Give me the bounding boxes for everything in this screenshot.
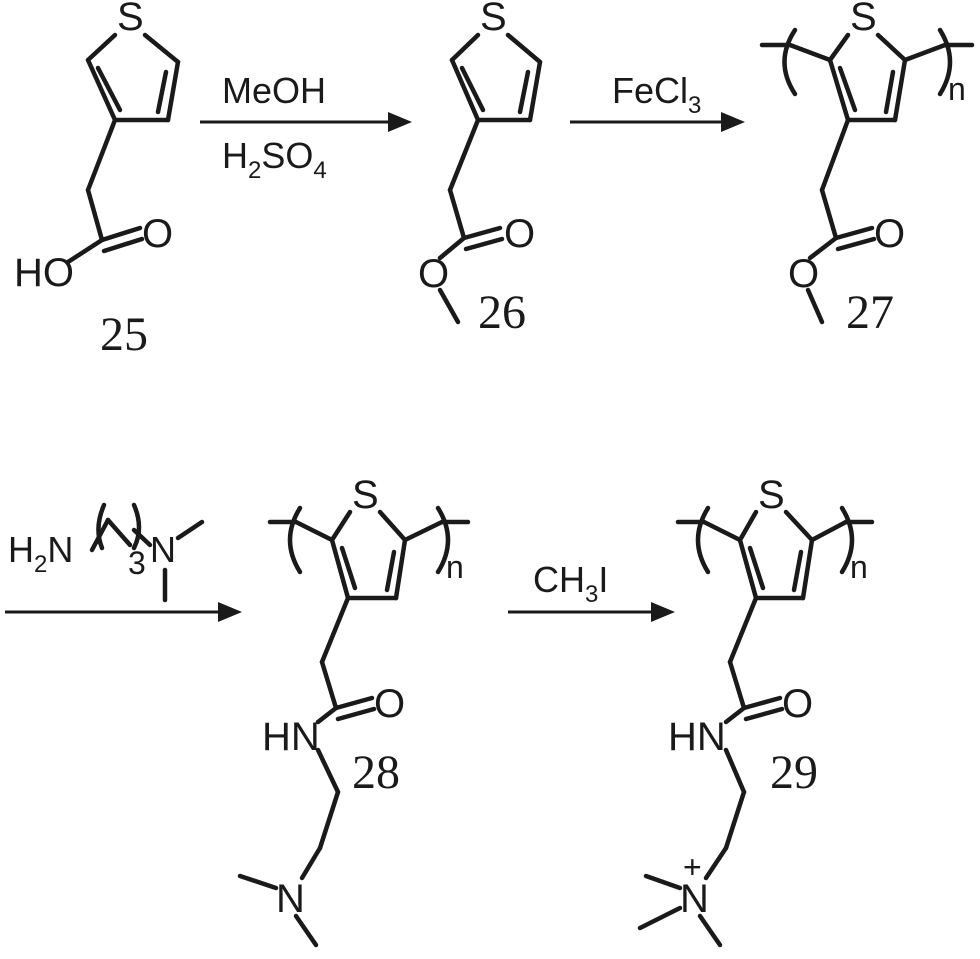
compound-29-sulfur: S	[758, 473, 785, 517]
reagent-iron-chloride: FeCl3	[612, 70, 701, 119]
compound-29-ammonium-n: N	[680, 877, 709, 921]
reagent-sulfuric-acid: H2SO4	[222, 135, 327, 184]
reagent-methyl-iodide: CH3I	[533, 559, 608, 608]
compound-27-label: 27	[846, 286, 894, 339]
reagent-chain-repeat: 3	[128, 545, 146, 581]
compound-26-ester-oxygen: O	[418, 252, 449, 296]
reagent-amine-n: N	[150, 529, 176, 570]
compound-25-label: 25	[100, 308, 148, 361]
compound-25-hydroxyl: HO	[14, 251, 74, 295]
reaction-arrow-4: CH3I	[508, 559, 675, 622]
compound-29-positive-charge: +	[683, 849, 702, 885]
compound-28-carbonyl-oxygen: O	[374, 682, 405, 726]
compound-25-sulfur: S	[117, 0, 144, 39]
compound-29-carbonyl-oxygen: O	[782, 682, 813, 726]
compound-26: S O O 26	[418, 0, 543, 339]
compound-25: S O HO 25	[14, 0, 181, 361]
compound-27-repeat-n: n	[948, 71, 966, 107]
compound-29-label: 29	[770, 746, 818, 799]
reaction-arrow-1: MeOH H2SO4	[200, 70, 412, 184]
compound-29-amide-nh: HN	[668, 715, 726, 759]
compound-25-carbonyl-oxygen: O	[142, 212, 173, 256]
compound-26-label: 26	[478, 286, 526, 339]
compound-28-sulfur: S	[352, 473, 379, 517]
compound-29: S n O HN N + 29	[637, 473, 875, 948]
reaction-arrow-2: FeCl3	[570, 70, 745, 132]
compound-27-carbonyl-oxygen: O	[874, 212, 905, 256]
compound-26-sulfur: S	[480, 0, 507, 39]
compound-26-carbonyl-oxygen: O	[504, 212, 535, 256]
compound-27: S n O O 27	[759, 0, 975, 339]
compound-27-sulfur: S	[850, 0, 877, 39]
reaction-arrow-3: H2N 3 N	[5, 502, 242, 622]
compound-28-amine-n: N	[276, 877, 305, 921]
reagent-amine-h2n: H2N	[8, 529, 73, 578]
compound-28: S n O HN N 28	[237, 473, 471, 948]
compound-28-label: 28	[352, 746, 400, 799]
compound-27-ester-oxygen: O	[788, 252, 819, 296]
compound-29-repeat-n: n	[850, 549, 868, 585]
reagent-methanol: MeOH	[222, 70, 326, 111]
compound-28-repeat-n: n	[446, 549, 464, 585]
compound-28-amide-nh: HN	[262, 715, 320, 759]
